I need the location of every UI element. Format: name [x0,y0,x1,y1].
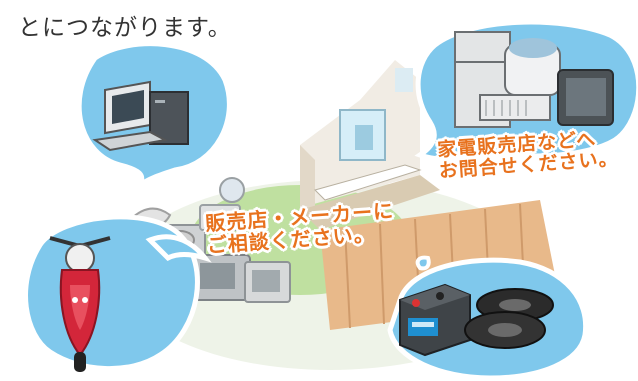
motorcycle-icon [49,236,111,372]
bubble-appliances [414,19,638,162]
bubble-motorcycle [23,214,212,372]
computer-icon [92,80,189,152]
bubble-computer [76,41,232,188]
battery-tires-icon [399,283,554,357]
appliances-icon [454,31,614,128]
bubble-battery-tires [387,255,589,381]
intro-text: とにつながります。 [18,15,232,41]
